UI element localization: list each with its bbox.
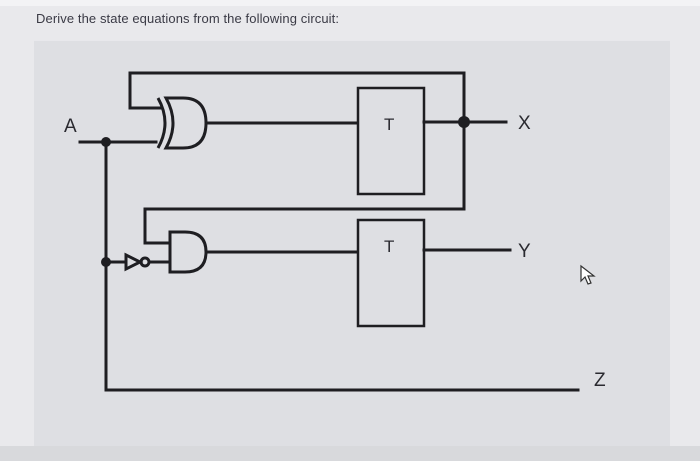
page-bottom-strip [0, 446, 700, 461]
t-flipflop-top [356, 86, 426, 196]
t-flipflop-top-label: T [384, 115, 394, 134]
output-z-label: Z [594, 370, 606, 391]
window-top-strip [0, 0, 700, 6]
t-flipflop-bottom-label: T [384, 237, 394, 256]
xor-gate [156, 96, 208, 150]
output-x-label: X [518, 113, 531, 134]
inverter-gate [124, 252, 144, 272]
t-flipflop-bottom [356, 218, 426, 328]
junction-a-top [101, 137, 111, 147]
nand-gate [168, 230, 208, 274]
question-text: Derive the state equations from the foll… [36, 11, 340, 26]
output-y-label: Y [518, 241, 531, 262]
input-a-label: A [64, 116, 77, 137]
mouse-pointer-icon [580, 264, 596, 285]
